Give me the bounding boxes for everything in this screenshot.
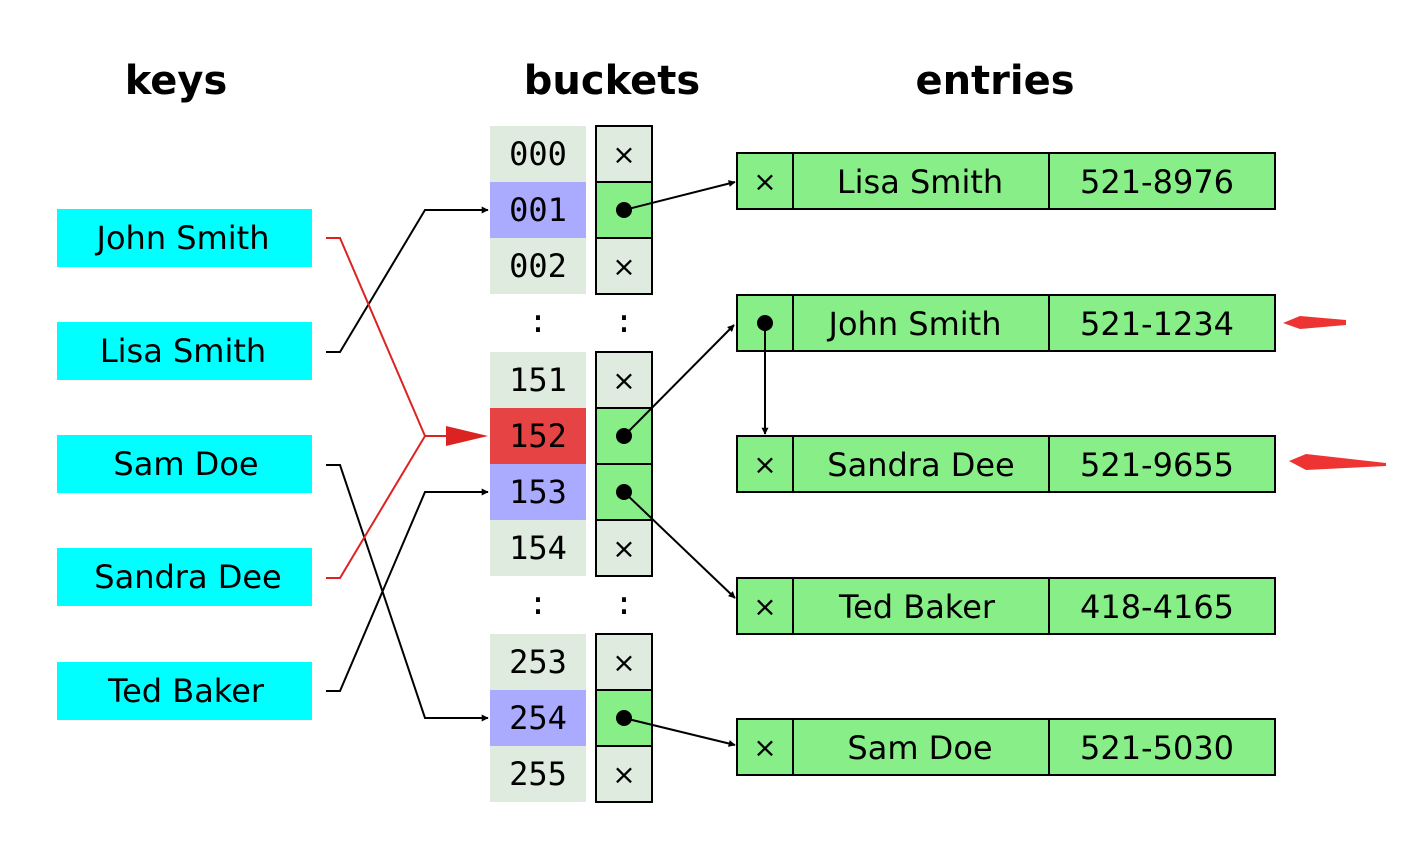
bucket-index: 255 [509, 755, 567, 793]
hash-connectors [326, 206, 489, 722]
entry-lisa-smith [736, 152, 1276, 210]
bucket-000: 000 [490, 126, 586, 182]
null-mark: × [612, 532, 635, 565]
slot-154 [595, 519, 653, 577]
keys-header: keys [125, 58, 228, 104]
bucket-ellipsis: : [528, 584, 547, 622]
entry-sam-doe [736, 718, 1276, 776]
bucket-154: 154 [490, 520, 586, 576]
slot-151 [595, 351, 653, 409]
connector-sam-doe [326, 464, 489, 722]
entry-next-null: × [753, 165, 776, 198]
bucket-254: 254 [490, 690, 586, 746]
bucket-index: 154 [509, 529, 567, 567]
key-sam-doe: Sam Doe [57, 435, 312, 493]
connector-lisa-smith [326, 206, 489, 353]
bucket-152: 152 [490, 408, 586, 464]
entry-phone: 521-1234 [1080, 305, 1234, 343]
null-mark: × [612, 364, 635, 397]
slot-255 [595, 745, 653, 803]
pointer-153-ted [623, 491, 736, 599]
connector-john-smith [326, 237, 426, 437]
bucket-index: 151 [509, 361, 567, 399]
bucket-index-column: 000 001 002 : 151 152 153 154 : 253 254 … [490, 126, 586, 802]
slot-000 [595, 125, 653, 183]
bucket-index: 254 [509, 699, 567, 737]
collision-arrowhead [446, 426, 488, 446]
bucket-153: 153 [490, 464, 586, 520]
entry-name: John Smith [827, 305, 1002, 343]
entry-sandra-dee [736, 435, 1276, 493]
entry-phone: 521-9655 [1080, 446, 1234, 484]
key-label: John Smith [95, 219, 270, 257]
bucket-pointers [623, 180, 769, 747]
null-mark: × [612, 250, 635, 283]
bucket-slot-marks: × × : × × : × × [612, 138, 635, 791]
entry-john-smith [736, 294, 1276, 352]
bucket-index: 001 [509, 191, 567, 229]
pointer-001-lisa [623, 180, 736, 211]
entry-phone: 521-8976 [1080, 163, 1234, 201]
bucket-index: 000 [509, 135, 567, 173]
entry-name: Lisa Smith [837, 163, 1003, 201]
red-arrow-icon [1283, 316, 1346, 329]
null-mark: × [612, 646, 635, 679]
entry-phone: 418-4165 [1080, 588, 1234, 626]
bucket-ellipsis: : [528, 302, 547, 340]
pointer-254-sam [623, 717, 736, 747]
key-john-smith: John Smith [57, 209, 312, 267]
entry-name: Sam Doe [847, 729, 992, 767]
bucket-001: 001 [490, 182, 586, 238]
key-label: Sam Doe [113, 445, 258, 483]
bucket-151: 151 [490, 352, 586, 408]
bucket-253: 253 [490, 634, 586, 690]
bucket-index: 253 [509, 643, 567, 681]
key-label: Ted Baker [107, 672, 265, 710]
entry-name: Ted Baker [838, 588, 996, 626]
entry-ted-baker [736, 577, 1276, 635]
null-mark: × [612, 138, 635, 171]
bucket-002: 002 [490, 238, 586, 294]
bucket-255: 255 [490, 746, 586, 802]
bucket-index: 002 [509, 247, 567, 285]
entry-next-null: × [753, 448, 776, 481]
entry-next-null: × [753, 731, 776, 764]
entry-name: Sandra Dee [827, 446, 1014, 484]
key-label: Lisa Smith [100, 332, 266, 370]
slot-ellipsis: : [614, 584, 633, 622]
pointer-152-john [623, 324, 735, 437]
bucket-slot-column [595, 125, 653, 803]
null-mark: × [612, 758, 635, 791]
keys-column: John Smith Lisa Smith Sam Doe Sandra Dee… [57, 209, 312, 720]
key-ted-baker: Ted Baker [57, 662, 312, 720]
key-lisa-smith: Lisa Smith [57, 322, 312, 380]
entries-column: × Lisa Smith 521-8976 John Smith 521-123… [736, 152, 1276, 776]
buckets-header: buckets [524, 58, 700, 104]
slot-253 [595, 633, 653, 691]
bucket-index: 152 [509, 417, 567, 455]
entries-header: entries [915, 58, 1074, 104]
connector-ted-baker [326, 488, 489, 692]
connector-sandra-dee [326, 435, 426, 579]
entry-phone: 521-5030 [1080, 729, 1234, 767]
slot-002 [595, 237, 653, 295]
red-arrow-icon [1289, 454, 1386, 470]
bucket-index: 153 [509, 473, 567, 511]
key-label: Sandra Dee [94, 558, 281, 596]
slot-ellipsis: : [614, 302, 633, 340]
marker-arrows [1283, 316, 1386, 470]
key-sandra-dee: Sandra Dee [57, 548, 312, 606]
entry-next-null: × [753, 590, 776, 623]
